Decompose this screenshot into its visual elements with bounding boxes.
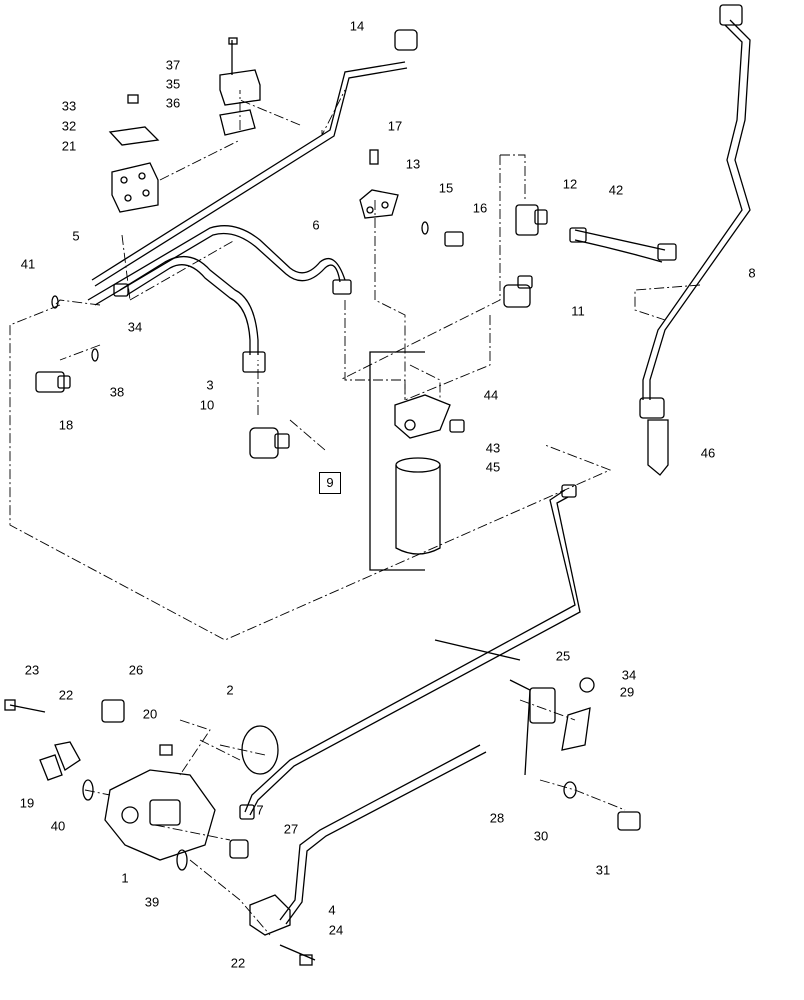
bolts-22-23-24 — [4, 699, 316, 966]
fitting-41 — [51, 295, 99, 362]
callout-6: 6 — [312, 217, 320, 233]
callout-42: 42 — [608, 182, 624, 198]
rings-39-40 — [82, 779, 188, 871]
callout-2: 2 — [226, 682, 234, 698]
callout-40: 40 — [50, 818, 66, 834]
callout-34a: 34 — [127, 319, 143, 335]
callout-18: 18 — [58, 417, 74, 433]
callout-15: 15 — [438, 180, 454, 196]
callout-19: 19 — [19, 795, 35, 811]
callout-36: 36 — [165, 95, 181, 111]
callout-26: 26 — [128, 662, 144, 678]
callout-27: 27 — [283, 821, 299, 837]
callout-33: 33 — [61, 98, 77, 114]
fitting-27 — [229, 839, 249, 859]
callout-41: 41 — [20, 256, 36, 272]
fitting-46 — [647, 419, 669, 476]
callout-32: 32 — [61, 118, 77, 134]
callout-13: 13 — [405, 156, 421, 172]
callout-46: 46 — [700, 445, 716, 461]
callout-9-group-box: 9 — [319, 472, 341, 494]
callout-14: 14 — [349, 18, 365, 34]
callout-28: 28 — [489, 810, 505, 826]
callout-34b: 34 — [621, 667, 637, 683]
filter-head-44 — [394, 394, 465, 439]
fuel-line-8 — [639, 4, 751, 419]
fitting-10 — [249, 427, 290, 459]
clamp-bracket-25 — [434, 639, 595, 776]
fitting-18 — [35, 371, 71, 393]
callout-3: 3 — [206, 377, 214, 393]
callout-38: 38 — [109, 384, 125, 400]
hose-42 — [569, 227, 677, 263]
dash-dot-guides — [9, 89, 701, 936]
callout-37: 37 — [165, 57, 181, 73]
callout-25: 25 — [555, 648, 571, 664]
callout-11: 11 — [571, 303, 585, 319]
callout-31: 31 — [595, 862, 611, 878]
callout-21: 21 — [61, 138, 77, 154]
callout-44: 44 — [483, 387, 499, 403]
bracket-13 — [359, 149, 399, 219]
washer-30 — [563, 781, 577, 799]
callout-17: 17 — [387, 118, 403, 134]
callout-23: 23 — [24, 662, 40, 678]
group-bracket-9 — [369, 351, 425, 571]
fitting-14 — [394, 29, 418, 51]
callout-29: 29 — [619, 684, 635, 700]
bolt-16 — [444, 231, 464, 247]
fuel-line-4 — [249, 744, 487, 936]
fuel-line-3 — [113, 255, 266, 373]
fitting-12 — [515, 204, 548, 236]
callout-22a: 22 — [58, 687, 74, 703]
oring-2 — [241, 725, 279, 775]
callout-39: 39 — [144, 894, 160, 910]
callout-22b: 22 — [230, 955, 246, 971]
callout-16: 16 — [472, 200, 488, 216]
callout-7: 7 — [256, 802, 264, 818]
callout-4: 4 — [328, 902, 336, 918]
pump-1 — [104, 744, 216, 861]
ring-15 — [421, 221, 429, 235]
callout-8: 8 — [748, 265, 756, 281]
clamp-35 — [219, 37, 261, 136]
fuel-line-7 — [239, 484, 581, 820]
callout-20: 20 — [142, 706, 158, 722]
fuel-line-5 — [91, 61, 408, 287]
clips-19 — [39, 741, 81, 781]
callout-10: 10 — [199, 397, 215, 413]
callout-5: 5 — [72, 228, 80, 244]
mount-block-21 — [108, 94, 160, 213]
callout-43: 43 — [485, 440, 501, 456]
bolt-31 — [617, 811, 641, 831]
fitting-26 — [101, 699, 125, 723]
callout-12: 12 — [562, 176, 578, 192]
callout-24: 24 — [328, 922, 344, 938]
callout-35: 35 — [165, 76, 181, 92]
fitting-11 — [503, 275, 533, 308]
fuel-line-6 — [87, 225, 352, 306]
callout-30: 30 — [533, 828, 549, 844]
callout-45: 45 — [485, 459, 501, 475]
filter-45 — [395, 457, 441, 555]
callout-1: 1 — [121, 870, 129, 886]
